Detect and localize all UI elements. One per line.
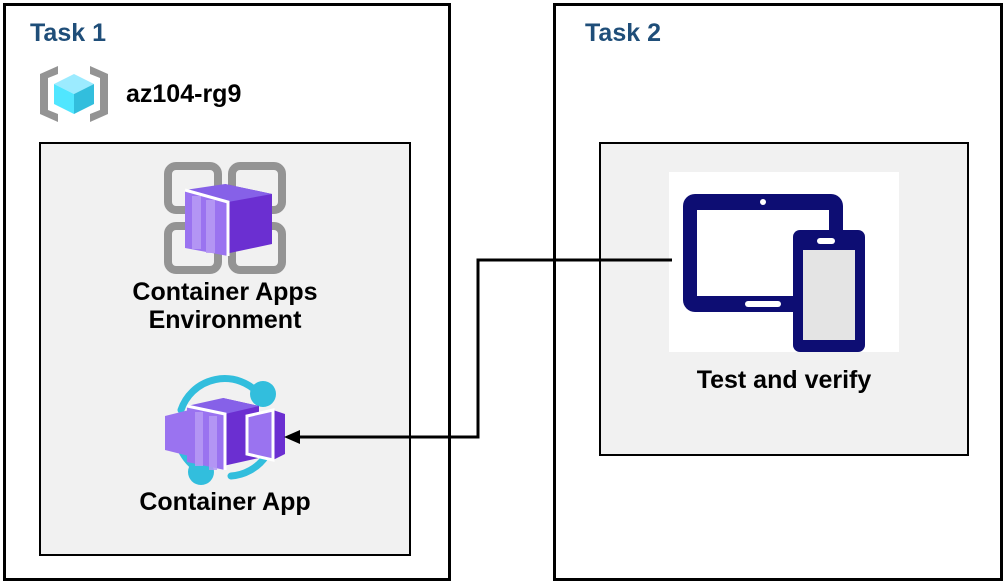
test-and-verify-devices-icon	[669, 172, 899, 352]
resource-group-row: az104-rg9	[36, 62, 241, 126]
resource-group-label: az104-rg9	[126, 79, 242, 108]
container-app-icon	[155, 372, 295, 488]
container-app-label: Container App	[139, 488, 311, 516]
task-1-title: Task 1	[30, 19, 106, 47]
task-2-resource-panel: Test and verify	[599, 142, 969, 456]
node-container-apps-environment: Container Apps Environment	[41, 158, 409, 334]
node-container-app: Container App	[41, 372, 409, 516]
azure-resource-group-icon	[36, 62, 112, 126]
task-2-title: Task 2	[585, 19, 661, 47]
test-and-verify-card	[669, 172, 899, 352]
task-1-resource-panel: Container Apps Environment	[39, 142, 411, 556]
container-apps-environment-icon	[150, 158, 300, 278]
test-and-verify-label: Test and verify	[696, 366, 872, 394]
container-apps-environment-label: Container Apps Environment	[132, 278, 318, 334]
